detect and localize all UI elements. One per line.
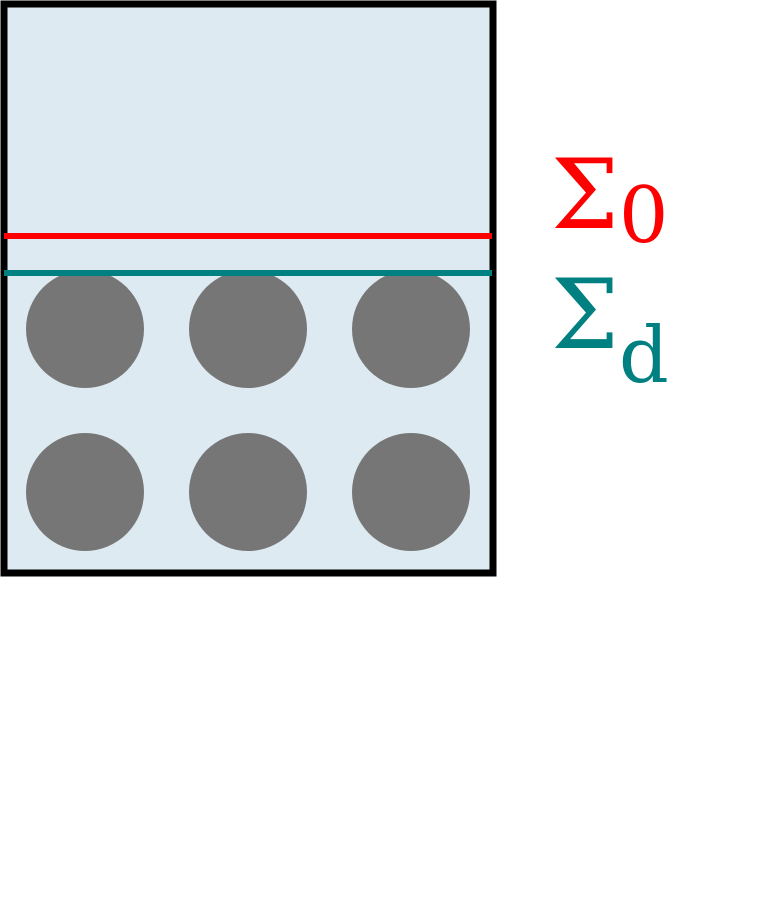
particle (26, 433, 144, 551)
particle (352, 270, 470, 388)
sigmad-label: Σd (551, 259, 669, 401)
particle (189, 433, 307, 551)
sigmad-symbol: Σ (551, 259, 619, 371)
sigma0-label: Σ0 (551, 139, 669, 261)
particle (352, 433, 470, 551)
sigma0-symbol: Σ (551, 139, 619, 251)
particle (26, 270, 144, 388)
sigma0-subscript: 0 (619, 171, 669, 261)
particle-grid (26, 270, 470, 551)
particle (189, 270, 307, 388)
sigmad-subscript: d (619, 311, 669, 401)
